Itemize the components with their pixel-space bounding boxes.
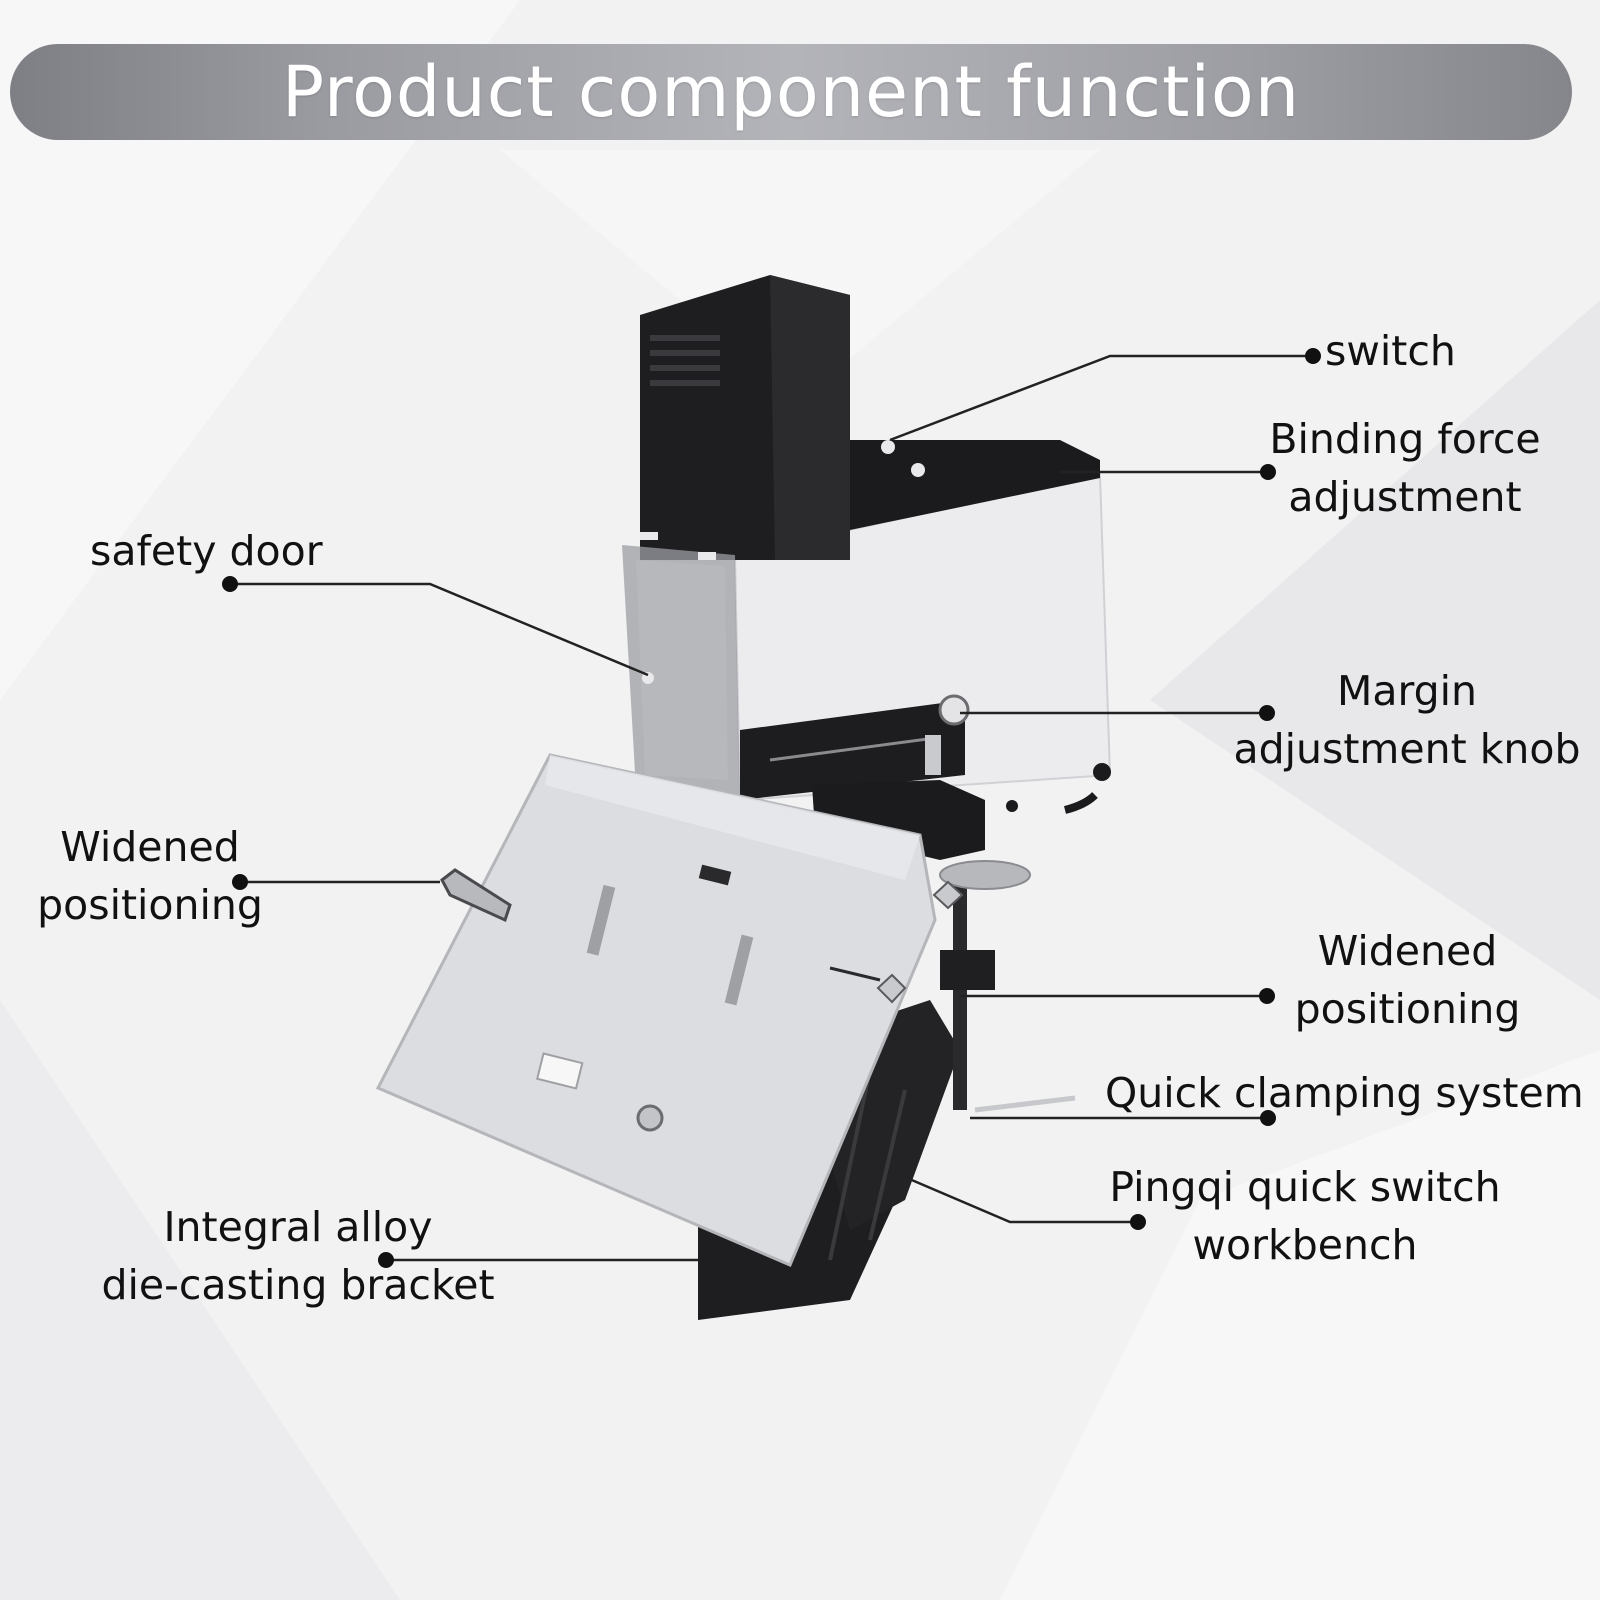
- switch-knob: [881, 440, 895, 454]
- dot-bracket: [378, 1252, 394, 1268]
- label-quick-clamping-text: Quick clamping system: [1105, 1069, 1584, 1117]
- dot-binding-force: [1260, 464, 1276, 480]
- label-safety-door: safety door: [90, 522, 323, 580]
- dot-margin-knob: [1259, 705, 1275, 721]
- page-title: Product component function: [281, 51, 1301, 133]
- label-margin-knob: Margin adjustment knob: [1222, 662, 1592, 778]
- label-binding-force-line2: adjustment: [1288, 473, 1522, 521]
- label-safety-door-text: safety door: [90, 527, 323, 575]
- pin: [974, 1095, 1076, 1113]
- label-bracket: Integral alloy die-casting bracket: [88, 1198, 508, 1314]
- right-positioning-clip: [876, 973, 907, 1004]
- title-bar: Product component function: [10, 44, 1572, 140]
- label-widened-right: Widened positioning: [1275, 922, 1540, 1038]
- lower-holder: [812, 780, 985, 860]
- top-deck: [850, 440, 1100, 530]
- clamp-disc: [939, 860, 1031, 890]
- label-bracket-line2: die-casting bracket: [101, 1261, 495, 1309]
- leader-switch: [889, 354, 1313, 442]
- left-positioning-clip: [440, 868, 512, 923]
- label-widened-right-line2: positioning: [1294, 985, 1521, 1033]
- label-widened-left-line2: positioning: [37, 881, 263, 929]
- leader-safety-door: [230, 582, 649, 677]
- dot-widened-left: [232, 874, 248, 890]
- label-pingqi-line1: Pingqi quick switch: [1109, 1163, 1501, 1211]
- dot-quick-clamping: [1260, 1110, 1276, 1126]
- label-pingqi: Pingqi quick switch workbench: [1095, 1158, 1515, 1274]
- dot-pingqi: [1130, 1214, 1146, 1230]
- dot-widened-right: [1259, 988, 1275, 1004]
- leader-pingqi: [899, 1173, 1138, 1224]
- dot-safety-door: [222, 576, 238, 592]
- label-pingqi-line2: workbench: [1192, 1221, 1418, 1269]
- label-binding-force: Binding force adjustment: [1245, 410, 1565, 526]
- label-binding-force-line1: Binding force: [1269, 415, 1541, 463]
- label-switch: switch: [1325, 322, 1456, 380]
- label-margin-knob-line1: Margin: [1336, 667, 1478, 715]
- label-quick-clamping: Quick clamping system: [1105, 1064, 1584, 1122]
- margin-knob: [938, 694, 970, 726]
- dot-switch: [1305, 348, 1321, 364]
- label-widened-left-line1: Widened: [60, 823, 240, 871]
- label-margin-knob-line2: adjustment knob: [1233, 725, 1581, 773]
- binding-force-knob: [911, 463, 925, 477]
- label-switch-text: switch: [1325, 327, 1456, 375]
- workbench-plate: [375, 753, 937, 1267]
- label-bracket-line1: Integral alloy: [163, 1203, 433, 1251]
- label-widened-right-line1: Widened: [1317, 927, 1498, 975]
- label-widened-left: Widened positioning: [20, 818, 280, 934]
